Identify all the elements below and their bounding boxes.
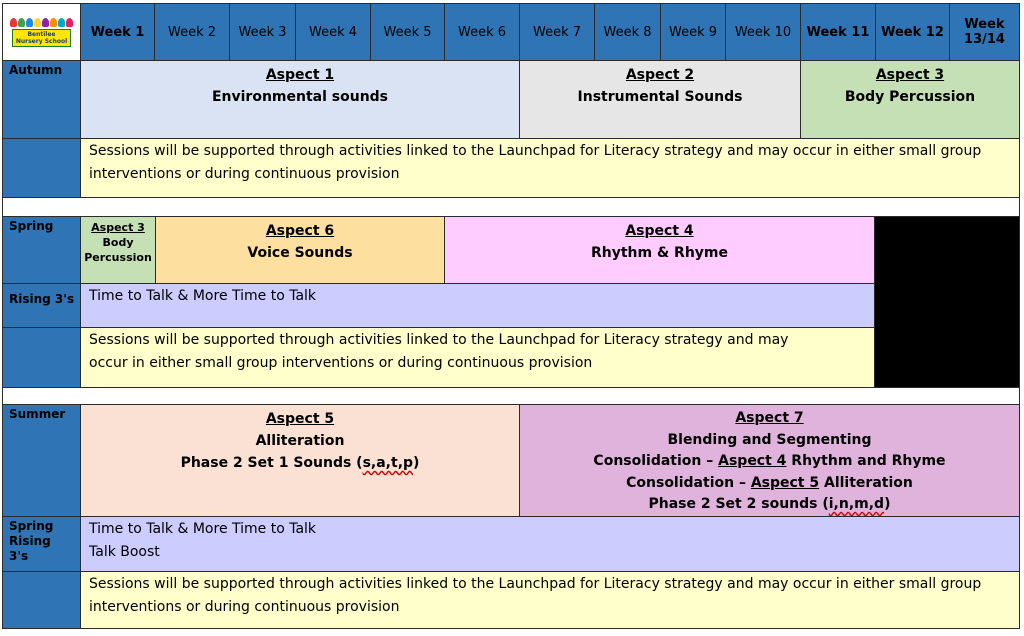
spacer-row-2 bbox=[2, 387, 1020, 405]
spring-aspect-6: Aspect 6 Voice Sounds bbox=[155, 216, 445, 284]
spacer-row-1 bbox=[2, 197, 1020, 217]
week-10-header: Week 10 bbox=[725, 3, 801, 61]
row-label-autumn: Autumn bbox=[2, 60, 81, 139]
summer-aspect-5: Aspect 5 Alliteration Phase 2 Set 1 Soun… bbox=[80, 404, 520, 517]
aspect-name: Alliteration bbox=[255, 433, 345, 449]
aspect-name: Rhythm & Rhyme bbox=[590, 245, 729, 261]
phase-suffix: ) bbox=[884, 496, 891, 512]
note-line-1: Sessions will be supported through activ… bbox=[89, 332, 789, 348]
spring-session-note: Sessions will be supported through activ… bbox=[80, 327, 875, 388]
aspect-name: Instrumental Sounds bbox=[577, 89, 743, 105]
row-label-summer: Summer bbox=[2, 404, 81, 517]
week-5-header: Week 5 bbox=[370, 3, 445, 61]
summer-session-note: Sessions will be supported through activ… bbox=[80, 571, 1020, 629]
school-logo: Bentilee Nursery School bbox=[3, 4, 80, 60]
aspect-title: Aspect 1 bbox=[265, 67, 335, 83]
week-7-header: Week 7 bbox=[519, 3, 595, 61]
phase-sounds: s,a,t,p bbox=[362, 455, 414, 471]
aspect-name: Environmental sounds bbox=[211, 89, 389, 105]
consolidation-prefix: Consolidation – bbox=[626, 474, 751, 491]
aspect-title: Aspect 2 bbox=[625, 67, 695, 83]
logo-line-1: Bentilee bbox=[27, 30, 56, 38]
row-label-spring: Spring bbox=[2, 216, 81, 284]
school-logo-cell: Bentilee Nursery School bbox=[2, 3, 81, 61]
row-label-spring-rising-3s: Spring Rising 3's bbox=[2, 516, 81, 572]
child-figure-icon bbox=[50, 17, 57, 27]
spring-rising-talk: Time to Talk & More Time to Talk bbox=[80, 283, 875, 328]
consolidation-suffix: Alliteration bbox=[819, 474, 913, 491]
spring-aspect-3: Aspect 3 Body Percussion bbox=[80, 216, 156, 284]
aspect-name: Blending and Segmenting bbox=[667, 431, 872, 448]
note-line-2: occur in either small group intervention… bbox=[89, 355, 593, 371]
row-label-spring-note bbox=[2, 327, 81, 388]
row-label-rising-3s: Rising 3's bbox=[2, 283, 81, 328]
talk-line-2: Talk Boost bbox=[89, 544, 160, 560]
summer-talk: Time to Talk & More Time to Talk Talk Bo… bbox=[80, 516, 1020, 572]
logo-text: Bentilee Nursery School bbox=[11, 28, 72, 47]
week-9-header: Week 9 bbox=[660, 3, 726, 61]
aspect-name-line-2: Percussion bbox=[84, 251, 152, 264]
phase-sounds: i,n,m,d bbox=[828, 496, 885, 512]
week-6-header: Week 6 bbox=[444, 3, 520, 61]
consolidation-aspect: Aspect 4 bbox=[718, 453, 787, 469]
child-figure-icon bbox=[34, 17, 41, 27]
consolidation-prefix: Consolidation – bbox=[593, 453, 719, 469]
autumn-aspect-1: Aspect 1 Environmental sounds bbox=[80, 60, 520, 139]
phase-sounds-line: Phase 2 Set 1 Sounds (s,a,t,p) bbox=[81, 452, 519, 474]
row-label-autumn-note bbox=[2, 138, 81, 198]
consolidation-aspect: Aspect 5 bbox=[750, 474, 820, 491]
week-13-14-header: Week 13/14 bbox=[949, 3, 1020, 61]
consolidation-suffix: Rhythm and Rhyme bbox=[786, 453, 946, 469]
row-label-summer-note bbox=[2, 571, 81, 629]
week-11-header: Week 11 bbox=[800, 3, 876, 61]
aspect-title: Aspect 3 bbox=[875, 67, 945, 83]
week-1-header: Week 1 bbox=[80, 3, 155, 61]
aspect-title: Aspect 3 bbox=[91, 221, 145, 234]
child-figure-icon bbox=[26, 17, 33, 27]
autumn-aspect-3: Aspect 3 Body Percussion bbox=[800, 60, 1020, 139]
week-4-header: Week 4 bbox=[295, 3, 371, 61]
aspect-name: Voice Sounds bbox=[247, 245, 353, 261]
phase-suffix: ) bbox=[413, 455, 420, 471]
aspect-title: Aspect 4 bbox=[625, 223, 694, 239]
consolidation-line-1: Consolidation – Aspect 4 Rhythm and Rhym… bbox=[520, 451, 1019, 473]
autumn-aspect-2: Aspect 2 Instrumental Sounds bbox=[519, 60, 801, 139]
aspect-title: Aspect 5 bbox=[265, 411, 335, 427]
child-figure-icon bbox=[10, 17, 17, 27]
aspect-name: Body Percussion bbox=[844, 89, 976, 105]
spring-aspect-4: Aspect 4 Rhythm & Rhyme bbox=[444, 216, 875, 284]
children-logo-icon bbox=[10, 17, 73, 27]
week-8-header: Week 8 bbox=[594, 3, 661, 61]
phase-sounds-line: Phase 2 Set 2 sounds (i,n,m,d) bbox=[520, 494, 1019, 516]
summer-aspect-7: Aspect 7 Blending and Segmenting Consoli… bbox=[519, 404, 1020, 517]
week-2-header: Week 2 bbox=[154, 3, 230, 61]
aspect-title: Aspect 6 bbox=[265, 223, 335, 239]
aspect-name-line-1: Body bbox=[102, 236, 134, 249]
child-figure-icon bbox=[66, 17, 73, 27]
week-3-header: Week 3 bbox=[229, 3, 296, 61]
child-figure-icon bbox=[18, 17, 25, 27]
phase-prefix: Phase 2 Set 1 Sounds ( bbox=[180, 455, 363, 471]
spring-blocked-weeks bbox=[874, 216, 1020, 388]
child-figure-icon bbox=[58, 17, 65, 27]
aspect-title: Aspect 7 bbox=[735, 410, 804, 426]
consolidation-line-2: Consolidation – Aspect 5 Alliteration bbox=[520, 473, 1019, 495]
logo-line-2: Nursery School bbox=[15, 37, 68, 45]
phase-prefix: Phase 2 Set 2 sounds ( bbox=[648, 496, 829, 512]
week-12-header: Week 12 bbox=[875, 3, 950, 61]
autumn-session-note: Sessions will be supported through activ… bbox=[80, 138, 1020, 198]
talk-line-1: Time to Talk & More Time to Talk bbox=[89, 521, 317, 537]
child-figure-icon bbox=[42, 17, 49, 27]
